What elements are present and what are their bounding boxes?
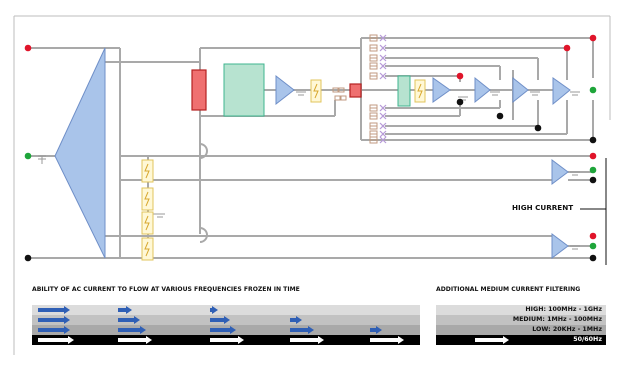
filter-element-10: [369, 136, 387, 144]
capacitor-3: [334, 95, 341, 101]
band-row-1: [436, 305, 606, 315]
arrow-low-3: [210, 326, 236, 334]
filtering-band-panel: [436, 305, 606, 345]
high-current-label: HIGH CURRENT: [512, 203, 574, 212]
arrow-row-1: [32, 305, 420, 315]
capacitor-2: [338, 87, 345, 93]
arrow-medium-1: [38, 316, 70, 324]
main-input-amplifier: [54, 47, 106, 259]
arrow-mains-5: [370, 336, 404, 344]
arrow-mains-4: [290, 336, 324, 344]
band-label-3: LOW: 20KHz - 1MHz: [532, 326, 602, 333]
small-amplifiers: [275, 74, 571, 259]
filter-element-3: [369, 54, 387, 62]
arrow-low-5: [370, 326, 382, 334]
arrow-mains-2: [118, 336, 152, 344]
transformer-block: [223, 63, 265, 117]
arrow-low-1: [38, 326, 70, 334]
arrow-mains-filter: [475, 336, 509, 344]
arrow-medium-x-1: [290, 316, 302, 324]
filter-element-6: [369, 104, 387, 112]
small-transformer: [397, 75, 411, 107]
filter-element-9: [369, 130, 387, 138]
arrow-high-1: [38, 306, 70, 314]
arrow-low-2: [118, 326, 146, 334]
filter-element-1: [369, 34, 387, 42]
frequency-panel-title: ABILITY OF AC CURRENT TO FLOW AT VARIOUS…: [32, 286, 300, 293]
ground-symbols: [38, 91, 580, 250]
band-row-2: [436, 315, 606, 325]
filter-element-8: [369, 122, 387, 130]
capacitor-4: [340, 95, 347, 101]
arrow-high-3: [210, 306, 218, 314]
band-row-3: [436, 325, 606, 335]
arrow-mains-3: [210, 336, 244, 344]
high-current-bracket: [580, 158, 607, 265]
arrow-mains-1: [38, 336, 74, 344]
filter-element-4: [369, 62, 387, 70]
outer-frame: [13, 15, 611, 355]
filtering-panel-title: ADDITIONAL MEDIUM CURRENT FILTERING: [436, 286, 581, 293]
arrow-low-4: [290, 326, 314, 334]
small-resistor: [349, 83, 362, 98]
wiring: [28, 37, 594, 259]
band-row-4: [436, 335, 606, 345]
arrow-medium-2: [118, 316, 140, 324]
terminals: [24, 34, 597, 262]
arrow-medium-3: [210, 316, 230, 324]
band-label-4: 50/60Hz: [573, 336, 602, 343]
wire-crossovers: [199, 143, 208, 243]
band-label-1: HIGH: 100MHz - 1GHz: [525, 306, 602, 313]
filter-element-5: [369, 72, 387, 80]
filter-element-7: [369, 112, 387, 120]
band-label-2: MEDIUM: 1MHz - 100MHz: [512, 316, 602, 323]
resistor-block: [191, 69, 207, 111]
frequency-arrow-panel: [32, 305, 420, 345]
arrow-high-2: [118, 306, 132, 314]
fuse-symbols: [144, 83, 423, 257]
capacitor-inductor-network: [332, 34, 387, 144]
filter-element-2: [369, 44, 387, 52]
capacitor-1: [332, 87, 339, 93]
